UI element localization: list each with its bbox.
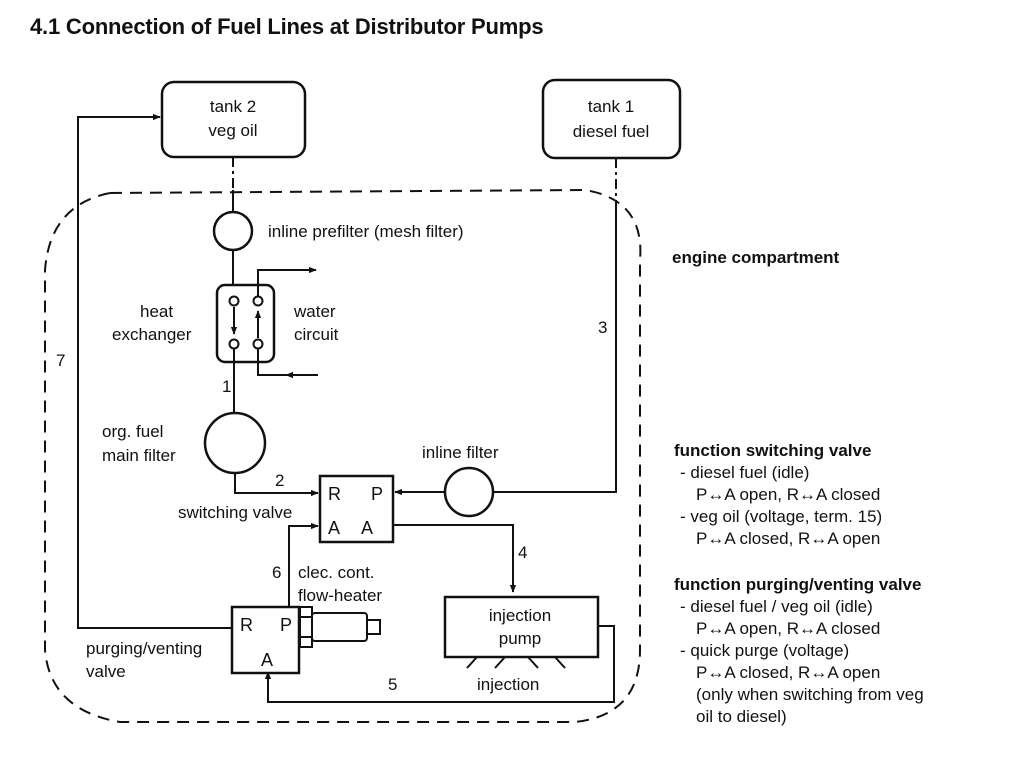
- legend-mode: - veg oil (voltage, term. 15): [680, 507, 883, 526]
- injection-pump: injection pump: [443, 595, 600, 669]
- legend-note: oil to diesel): [696, 707, 787, 726]
- tank-2-label: tank 2: [210, 97, 256, 116]
- main-filter-label-2: main filter: [102, 446, 176, 465]
- purging-valve-legend: function purging/venting valve - diesel …: [674, 574, 924, 728]
- legend-state: P↔A closed, R↔A open: [696, 663, 881, 682]
- purging-valve-port-p: P: [280, 615, 292, 635]
- switching-valve-port-a-right: A: [361, 518, 373, 538]
- line-number-7: 7: [56, 351, 65, 370]
- main-fuel-filter: [203, 411, 267, 475]
- purging-valve-label-1: purging/venting: [86, 639, 202, 658]
- tank-1-label: tank 1: [588, 97, 634, 116]
- legend-mode: - diesel fuel (idle): [680, 463, 810, 482]
- purging-venting-valve: R P A: [230, 605, 301, 675]
- line-3: [493, 200, 617, 493]
- tank-1-diesel-fuel: tank 1 diesel fuel: [541, 78, 682, 160]
- switching-valve-port-r: R: [328, 484, 341, 504]
- switching-valve-port-p: P: [371, 484, 383, 504]
- flow-heater: [299, 606, 381, 648]
- line-2: [234, 473, 319, 497]
- switching-valve-label: switching valve: [178, 503, 292, 522]
- line-4: [393, 524, 517, 593]
- legend-state: P↔A open, R↔A closed: [696, 619, 881, 638]
- line-number-2: 2: [275, 471, 284, 490]
- switching-valve-legend-heading: function switching valve: [674, 441, 872, 460]
- purging-valve-label-2: valve: [86, 662, 126, 681]
- switching-valve: R P A A: [318, 474, 395, 544]
- water-circuit-out-line: [257, 266, 317, 296]
- legend-mode: - diesel fuel / veg oil (idle): [680, 597, 873, 616]
- page-title: 4.1 Connection of Fuel Lines at Distribu…: [30, 14, 544, 39]
- legend-state: P↔A closed, R↔A open: [696, 529, 881, 548]
- flow-heater-label-2: flow-heater: [298, 586, 382, 605]
- switching-valve-legend: function switching valve - diesel fuel (…: [674, 440, 882, 550]
- heat-exchanger: [215, 283, 276, 364]
- inline-filter-label: inline filter: [422, 443, 499, 462]
- line-7: [77, 113, 232, 629]
- inline-prefilter: [212, 210, 254, 252]
- purging-valve-port-r: R: [240, 615, 253, 635]
- line-6: [288, 522, 319, 607]
- line-number-1: 1: [222, 377, 231, 396]
- inline-filter: [443, 466, 495, 518]
- purging-valve-port-a: A: [261, 650, 273, 670]
- line-number-5: 5: [388, 675, 397, 694]
- legend-state: P↔A open, R↔A closed: [696, 485, 881, 504]
- injection-pump-label-2: pump: [499, 629, 542, 648]
- heat-exchanger-label-1: heat: [140, 302, 173, 321]
- heat-exchanger-label-2: exchanger: [112, 325, 192, 344]
- water-circuit-label-1: water: [293, 302, 336, 321]
- line-number-3: 3: [598, 318, 607, 337]
- purging-valve-legend-heading: function purging/venting valve: [674, 575, 922, 594]
- engine-compartment-label: engine compartment: [672, 248, 840, 267]
- tank-1-fuel-label: diesel fuel: [573, 122, 650, 141]
- line-number-4: 4: [518, 543, 527, 562]
- engine-compartment-boundary: [44, 188, 642, 723]
- line-5: [264, 625, 615, 703]
- tank-2-fuel-label: veg oil: [208, 121, 257, 140]
- flow-heater-label-1: clec. cont.: [298, 563, 375, 582]
- inline-prefilter-label: inline prefilter (mesh filter): [268, 222, 464, 241]
- legend-mode: - quick purge (voltage): [680, 641, 850, 660]
- switching-valve-port-a-left: A: [328, 518, 340, 538]
- water-circuit-label-2: circuit: [294, 325, 339, 344]
- injection-pump-label-1: injection: [489, 606, 551, 625]
- tank-2-veg-oil: tank 2 veg oil: [160, 80, 307, 159]
- line-number-6: 6: [272, 563, 281, 582]
- main-filter-label-1: org. fuel: [102, 422, 163, 441]
- legend-note: (only when switching from veg: [696, 685, 924, 704]
- injection-label: injection: [477, 675, 539, 694]
